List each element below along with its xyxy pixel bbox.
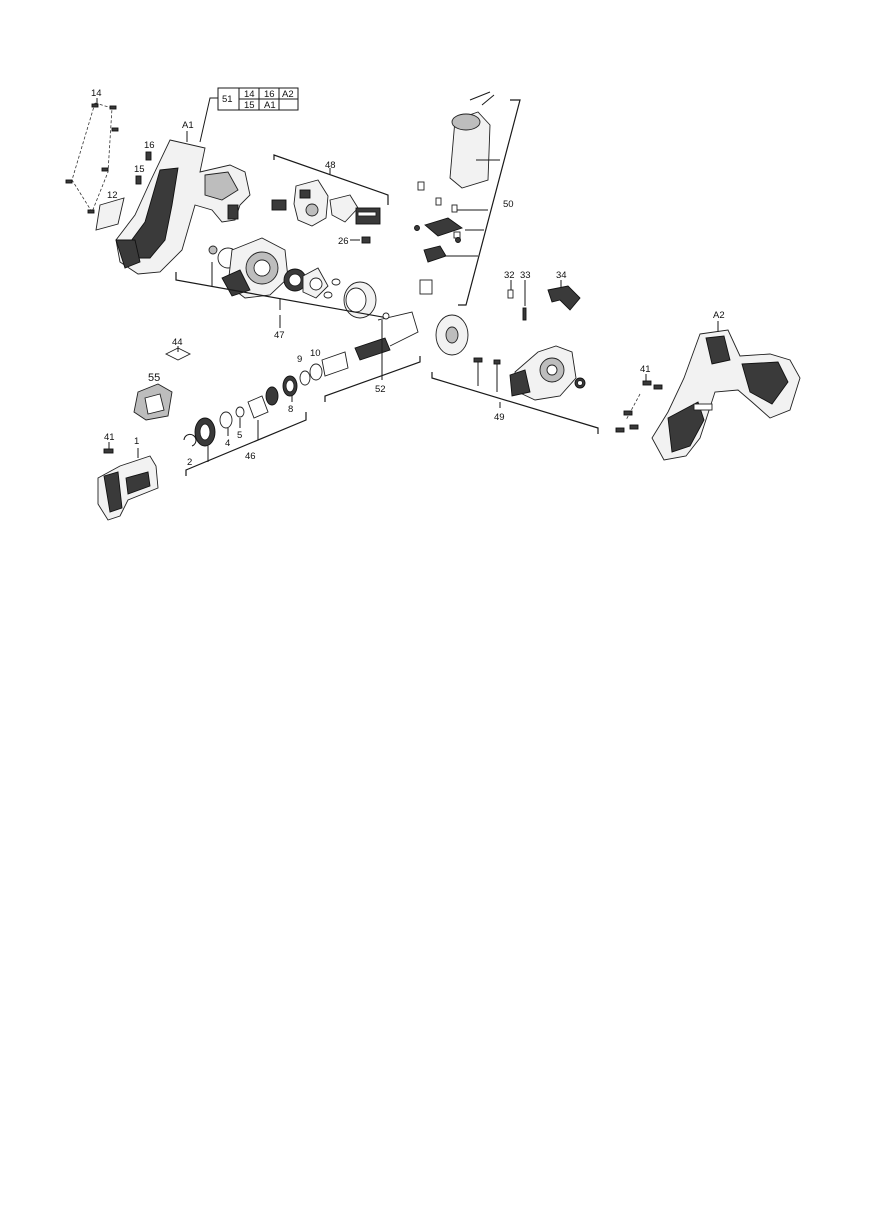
motor-assembly-50 [414, 91, 521, 306]
part-44 [164, 347, 192, 361]
kit-table-r1c2: 16 [264, 89, 275, 100]
callout-2: 2 [187, 457, 192, 468]
screw-set-41-right [615, 374, 663, 433]
callout-41-left: 41 [104, 432, 115, 443]
callout-15: 15 [134, 164, 145, 175]
callout-52: 52 [375, 384, 386, 395]
carrier-assembly-49 [431, 314, 599, 434]
callout-32: 32 [504, 270, 515, 281]
callout-50: 50 [503, 199, 514, 210]
housing-half-a1 [115, 139, 251, 275]
screw-set-14 [65, 98, 119, 214]
callout-44: 44 [172, 337, 183, 348]
kit-table-id: 51 [222, 94, 233, 105]
gear-assembly-47 [175, 237, 389, 319]
label-plate-12 [95, 197, 125, 231]
callout-9: 9 [297, 354, 302, 365]
callout-14: 14 [91, 88, 102, 99]
callout-a2: A2 [713, 310, 725, 321]
callout-33: 33 [520, 270, 531, 281]
kit-table-r2c2: A1 [264, 100, 276, 111]
washer-9 [299, 370, 311, 386]
shoe-1 [97, 448, 159, 521]
part-34 [547, 285, 581, 311]
part-26 [361, 236, 371, 244]
kit-table-51: 51 14 16 A2 15 A1 [199, 87, 299, 143]
washer-10 [309, 363, 323, 381]
kit-table-r1c1: 14 [244, 89, 255, 100]
callout-47: 47 [274, 330, 285, 341]
callout-1: 1 [134, 436, 139, 447]
gear-train-46 [183, 375, 307, 476]
kit-table-r2c1: 15 [244, 100, 255, 111]
callout-26: 26 [338, 236, 349, 247]
switch-assembly-48 [271, 154, 389, 227]
screw-41-left [103, 448, 114, 454]
part-32 [507, 289, 514, 299]
part-55 [133, 383, 173, 421]
callout-48: 48 [325, 160, 336, 171]
callout-12: 12 [107, 190, 118, 201]
callout-16: 16 [144, 140, 155, 151]
callout-41-right: 41 [640, 364, 651, 375]
callout-49: 49 [494, 412, 505, 423]
callout-55: 55 [148, 372, 160, 384]
screw-15 [135, 175, 142, 185]
callout-10: 10 [310, 348, 321, 359]
kit-table-r1c3: A2 [282, 89, 294, 100]
spacer [321, 351, 349, 377]
shaft-assembly-52 [324, 311, 421, 402]
housing-half-a2 [651, 329, 801, 461]
screw-16 [145, 151, 152, 161]
callout-5: 5 [237, 430, 242, 441]
callout-4: 4 [225, 438, 230, 449]
part-33 [522, 307, 527, 321]
callout-8: 8 [288, 404, 293, 415]
callout-46: 46 [245, 451, 256, 462]
callout-34: 34 [556, 270, 567, 281]
callout-a1: A1 [182, 120, 194, 131]
